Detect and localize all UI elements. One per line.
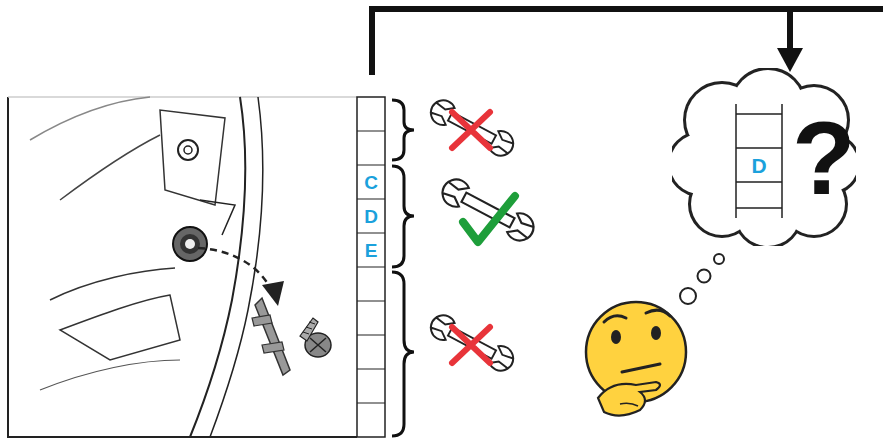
brace xyxy=(392,100,414,436)
position-strip xyxy=(357,97,385,437)
position-cell: E xyxy=(357,233,385,267)
position-letter: C xyxy=(364,173,378,192)
question-mark: ? xyxy=(792,106,856,210)
thought-cloud: ?D xyxy=(672,68,856,246)
wrench-icon-wrong xyxy=(426,96,517,160)
red-cross xyxy=(452,112,490,148)
position-cell: D xyxy=(736,148,782,182)
panel-illustration xyxy=(8,97,357,437)
position-letter: D xyxy=(751,155,766,176)
position-cell: D xyxy=(357,199,385,233)
arrow-head xyxy=(777,48,803,72)
position-letter: E xyxy=(365,241,378,260)
bracket-line xyxy=(372,9,883,75)
position-letter: D xyxy=(364,207,378,226)
bracket-arrow xyxy=(787,9,793,52)
thinking-emoji xyxy=(586,302,686,416)
red-cross xyxy=(452,327,490,363)
wrench-icon-right xyxy=(438,175,539,246)
wrench-icon-wrong xyxy=(426,311,517,375)
thought-bubbles xyxy=(680,254,724,304)
green-check xyxy=(463,196,515,242)
position-cell: C xyxy=(357,165,385,199)
